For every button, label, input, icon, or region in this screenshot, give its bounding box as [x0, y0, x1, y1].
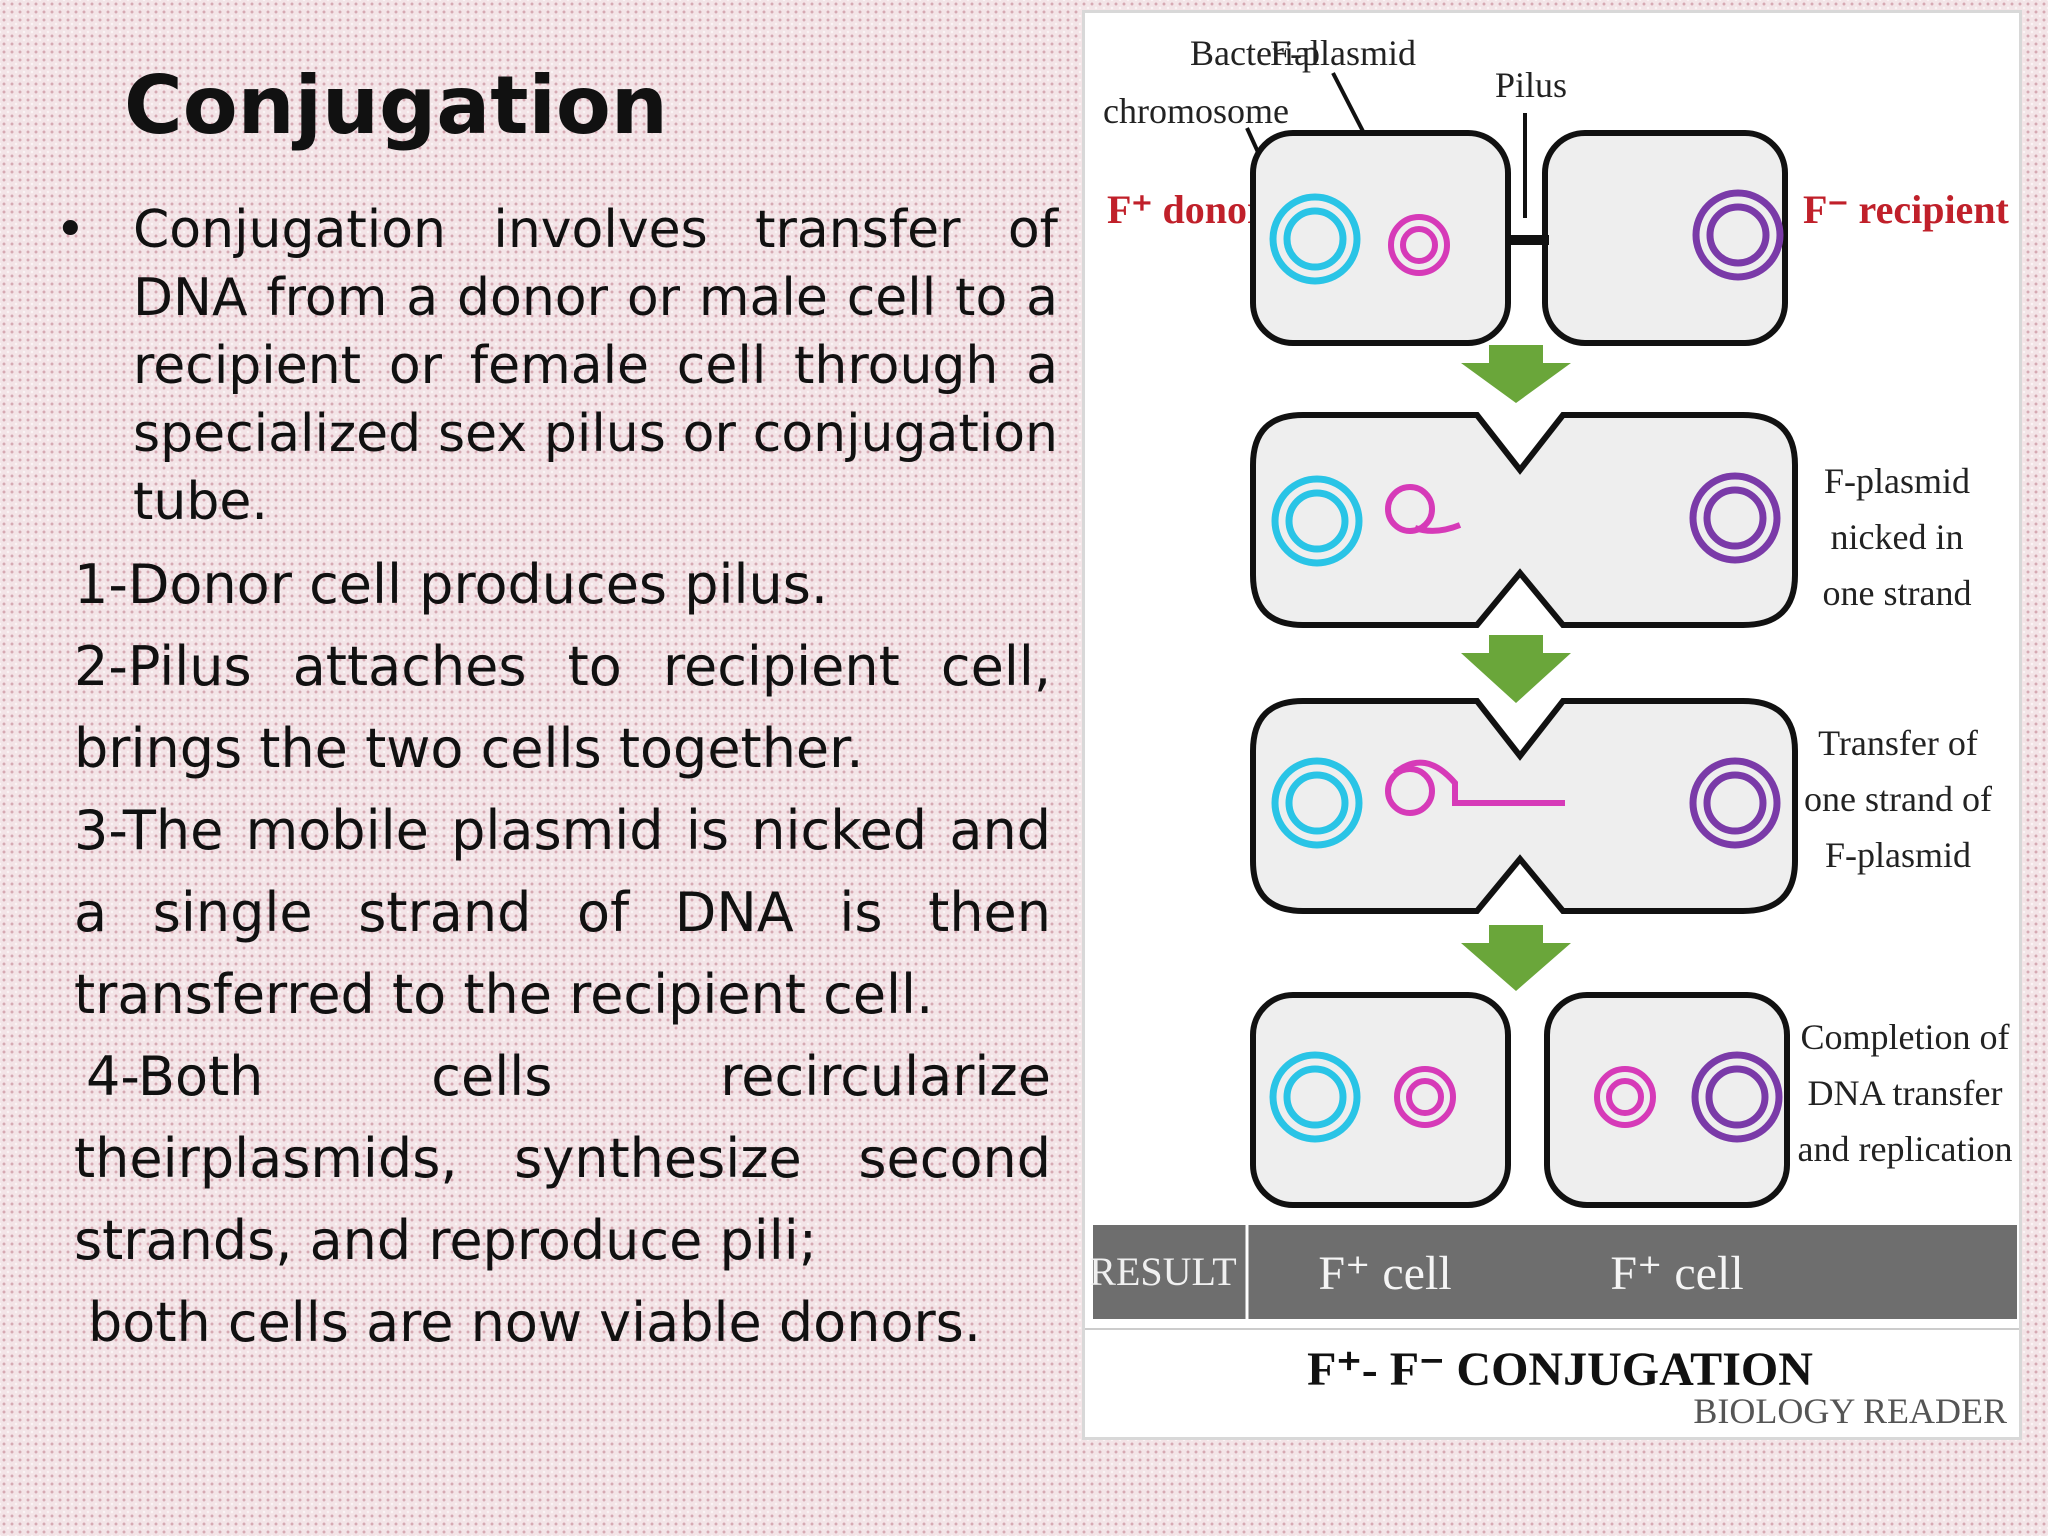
stage-3-cells: [1250, 698, 1798, 914]
transfer-strand: [1393, 759, 1565, 806]
recipient-3-outer: [1689, 757, 1781, 849]
arrow-1: [1461, 345, 1571, 403]
plasmid-4b-inner: [1606, 1078, 1644, 1116]
chromosome-3-outer: [1271, 757, 1363, 849]
label-chromosome: chromosome: [1103, 91, 1289, 131]
stage-2-caption-1: F-plasmid: [1824, 461, 1970, 501]
plasmid-4a-inner: [1406, 1078, 1444, 1116]
recipient-2-inner: [1703, 486, 1767, 550]
conjugation-diagram: Bacterial chromosome F-plasmid Pilus F⁺ …: [1085, 33, 2019, 1431]
stage-2-caption-3: one strand: [1823, 573, 1972, 613]
arrow-2: [1461, 635, 1571, 703]
stage-4-caption-1: Completion of: [1801, 1017, 2010, 1057]
recipient-4-inner: [1705, 1065, 1769, 1129]
conjugation-figure: Bacterial chromosome F-plasmid Pilus F⁺ …: [1082, 10, 2022, 1440]
label-f-plasmid: F-plasmid: [1270, 33, 1416, 73]
recipient-4-outer: [1691, 1051, 1783, 1143]
stage-4-cells: [1250, 992, 1790, 1208]
result-label: RESULT: [1089, 1249, 1236, 1294]
arrow-3: [1461, 925, 1571, 991]
recipient-chromosome-inner: [1706, 203, 1770, 267]
nicked-strand: [1414, 522, 1462, 534]
recipient-3-inner: [1703, 771, 1767, 835]
stage-3-caption-3: F-plasmid: [1825, 835, 1971, 875]
stage-3-caption-2: one strand of: [1804, 779, 1992, 819]
stage-4-caption-2: DNA transfer: [1808, 1073, 2003, 1113]
plasmid-4a-outer: [1394, 1066, 1456, 1128]
chromosome-4-inner: [1283, 1065, 1347, 1129]
result-cell-left: [1250, 992, 1511, 1208]
step-3: 3-The mobile plasmid is nicked and a sin…: [74, 799, 1051, 1026]
plasmid-outer: [1388, 214, 1450, 276]
result-cell-right-label: F⁺ cell: [1610, 1247, 1743, 1300]
step-4: 4-Both cells recircularize theirplasmids…: [74, 1045, 1051, 1272]
step-1: 1-Donor cell produces pilus.: [74, 553, 829, 616]
step-2: 2-Pilus attaches to recipient cell, brin…: [74, 635, 1051, 780]
label-recipient: F⁻ recipient: [1803, 187, 2010, 232]
nicked-plasmid: [1385, 484, 1435, 534]
chromosome-inner: [1283, 207, 1347, 271]
stage-3-caption-1: Transfer of: [1818, 723, 1978, 763]
chromosome-4-outer: [1269, 1051, 1361, 1143]
plasmid-inner: [1400, 226, 1438, 264]
plasmid-4b-outer: [1594, 1066, 1656, 1128]
pilus: [1505, 235, 1549, 245]
recipient-2-outer: [1689, 472, 1781, 564]
bullet-text: Conjugation involves transfer of DNA fro…: [133, 200, 1058, 532]
slide-title: Conjugation: [124, 59, 668, 152]
stage-2-cells: [1250, 412, 1798, 628]
result-cell-right: [1544, 992, 1790, 1208]
label-bacterial: Bacterial: [1190, 33, 1320, 73]
joined-cells-2: [1250, 412, 1798, 628]
bullet-marker: •: [55, 200, 86, 260]
label-donor: F⁺ donor: [1107, 187, 1265, 232]
stage-2-caption-2: nicked in: [1831, 517, 1964, 557]
transfer-plasmid: [1385, 766, 1435, 816]
donor-cell: [1250, 130, 1511, 346]
chromosome-3-inner: [1285, 771, 1349, 835]
stage-1-cells: [1250, 130, 1788, 346]
chromosome-2-inner: [1285, 489, 1349, 553]
chromosome-2-outer: [1271, 475, 1363, 567]
result-cell-left-label: F⁺ cell: [1318, 1247, 1451, 1300]
watermark: BIOLOGY READER: [1693, 1391, 2007, 1431]
figure-title: F⁺- F⁻ CONJUGATION: [1307, 1343, 1813, 1396]
chromosome-outer: [1269, 193, 1361, 285]
recipient-cell: [1542, 130, 1788, 346]
recipient-chromosome-outer: [1692, 189, 1784, 281]
label-pilus: Pilus: [1495, 65, 1567, 105]
step-5: both cells are now viable donors.: [88, 1291, 981, 1354]
stage-4-caption-3: and replication: [1798, 1129, 2013, 1169]
